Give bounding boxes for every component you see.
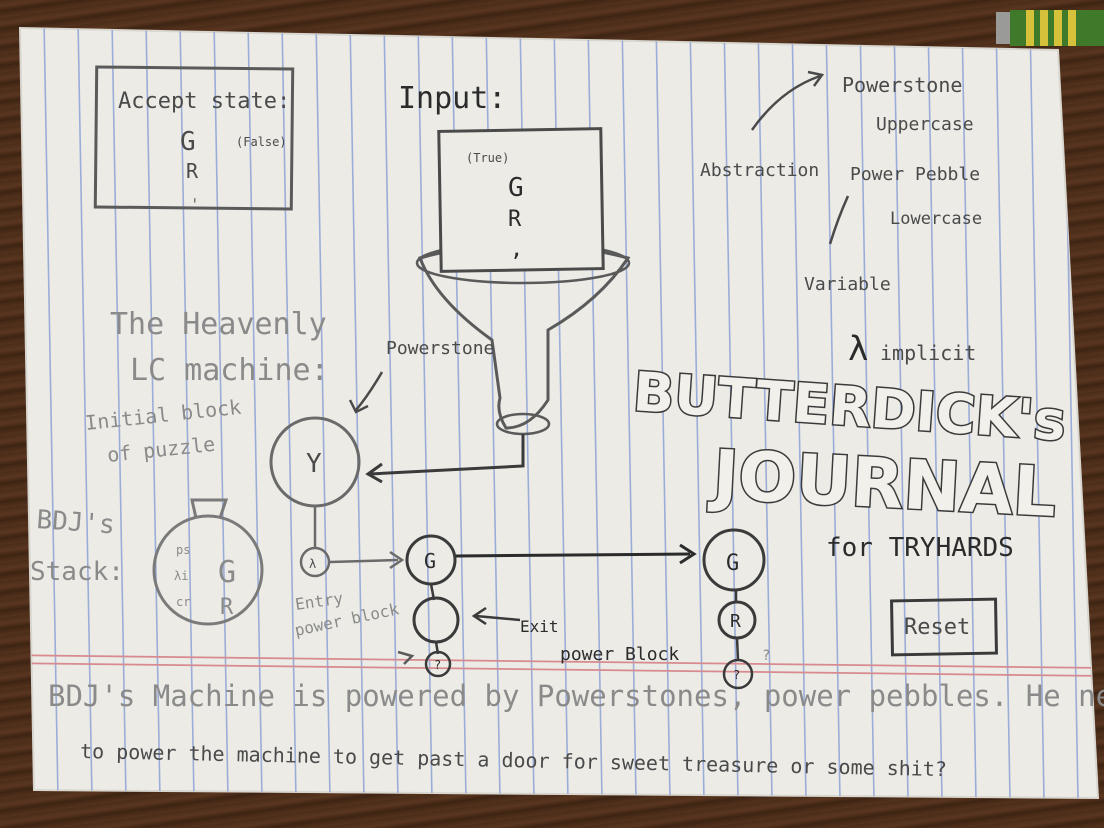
powerstone-word: Powerstone (842, 73, 962, 97)
right-chain-question: ? (762, 648, 770, 664)
stack-small-2: λi (174, 569, 188, 583)
right-chain-node-r: R (730, 611, 741, 632)
left-chain: G ? Entry power block Exit power Block (293, 534, 679, 678)
abstraction-word: Abstraction (700, 160, 819, 181)
footer-line1: BDJ's Machine is powered by Powerstones,… (48, 679, 1104, 713)
abstraction-notes: Abstraction Powerstone Uppercase Power P… (700, 70, 982, 369)
title-line2: JOURNAL (707, 436, 1058, 533)
y-node: Y λ (269, 416, 361, 578)
lowercase-word: Lowercase (890, 209, 982, 229)
stack-small-1: ps (176, 543, 190, 557)
left-chain-node-3: ? (434, 658, 441, 672)
left-chain-node-g: G (424, 549, 436, 573)
paper-sheet (18, 26, 1100, 800)
power-pebble-word: Power Pebble (850, 164, 980, 185)
ruled-lines (43, 28, 1079, 798)
uppercase-word: Uppercase (876, 114, 974, 135)
lambda-symbol: λ (848, 329, 868, 369)
implicit-word: implicit (880, 341, 976, 365)
input-title: Input: (398, 81, 506, 116)
pencil-icon (996, 10, 1104, 46)
bdj-stack: BDJ's Stack: ps λi cr G R (30, 498, 264, 626)
block-label-line2: power Block (560, 644, 679, 665)
machine-title-line1: The Heavenly (110, 307, 327, 342)
input-letter-g: G (508, 173, 524, 203)
small-node-letter: λ (309, 557, 316, 571)
variable-word: Variable (804, 274, 891, 295)
accept-letter-dot: ˌ (190, 185, 200, 204)
powerstone-label: Powerstone (386, 338, 494, 359)
reset-button-label: Reset (904, 615, 970, 640)
stack-label-line1: BDJ's (36, 505, 116, 540)
stack-label-line2: Stack: (30, 557, 124, 587)
title-line3: for TRYHARDS (826, 533, 1014, 563)
right-chain-node-g: G (726, 551, 739, 576)
stack-big-g: G (218, 555, 236, 590)
accept-letter-r: R (186, 159, 199, 183)
machine-title-line2: LC machine: (130, 353, 329, 388)
accept-state-label: (False) (236, 135, 287, 149)
right-chain-node-3: ? (733, 668, 740, 682)
input-letter-comma: , (510, 237, 523, 262)
y-node-letter: Y (306, 449, 322, 479)
accept-letter-g: G (180, 127, 196, 157)
input-label: (True) (466, 151, 509, 165)
stack-big-r: R (220, 595, 234, 620)
input-letter-r: R (508, 207, 522, 232)
block-label-line1: Exit (520, 617, 559, 636)
input-funnel: Input: (True) G R , (398, 81, 631, 436)
accept-state-box: Accept state: (False) G R ˌ (93, 65, 295, 211)
accept-state-title: Accept state: (118, 89, 290, 114)
reset-button[interactable]: Reset (890, 597, 998, 657)
stack-small-3: cr (176, 595, 190, 609)
margin-lines (20, 654, 1098, 677)
machine-title: The Heavenly LC machine: Initial block o… (84, 307, 329, 467)
right-chain: G R ? ? (702, 528, 770, 690)
